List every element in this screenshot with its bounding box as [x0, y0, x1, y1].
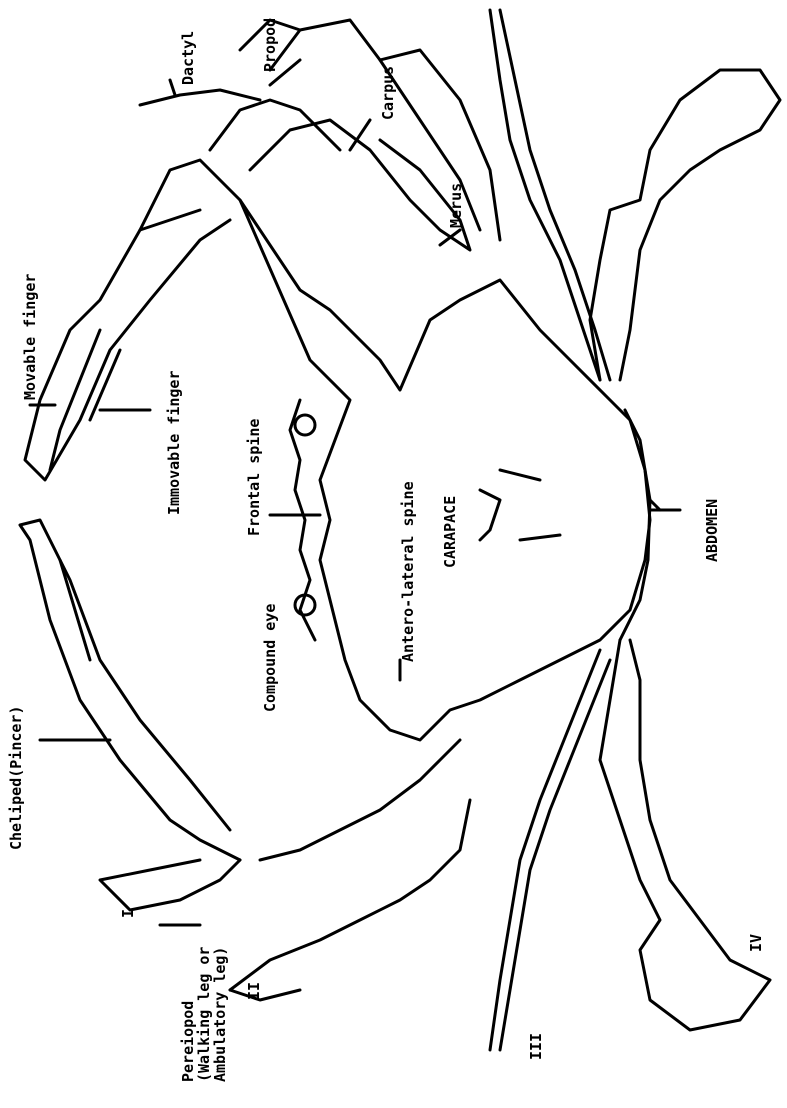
label-pereiopod: Pereiopod (Walking leg or Ambulatory leg… [180, 947, 228, 1082]
label-antero-lateral-spine: Antero-lateral spine [400, 481, 416, 662]
abdomen-outline [620, 410, 650, 640]
label-leg-I: I [120, 909, 136, 918]
label-leg-II: II [246, 982, 262, 1000]
upper-cheliped [25, 160, 240, 480]
label-carapace: CARAPACE [442, 496, 458, 568]
lower-cheliped [20, 520, 240, 860]
label-compound-eye: Compound eye [262, 604, 278, 712]
carapace-outline [240, 200, 650, 740]
label-leg-IV: IV [748, 934, 764, 952]
label-frontal-spine: Frontal spine [246, 419, 262, 536]
label-cheliped: Cheliped(Pincer) [8, 706, 24, 851]
label-immovable-finger: Immovable finger [166, 371, 182, 516]
label-carpus: Carpus [380, 66, 396, 120]
label-movable-finger: Movable finger [22, 274, 38, 400]
compound-eye-upper [295, 415, 315, 435]
label-propod: Propod [262, 18, 278, 72]
label-dactyl: Dactyl [180, 31, 196, 85]
leader-carpus [350, 120, 370, 150]
label-leg-III: III [528, 1033, 544, 1060]
leader-dactyl [170, 80, 175, 95]
label-abdomen: ABDOMEN [704, 499, 720, 562]
label-merus: Merus [448, 183, 464, 228]
